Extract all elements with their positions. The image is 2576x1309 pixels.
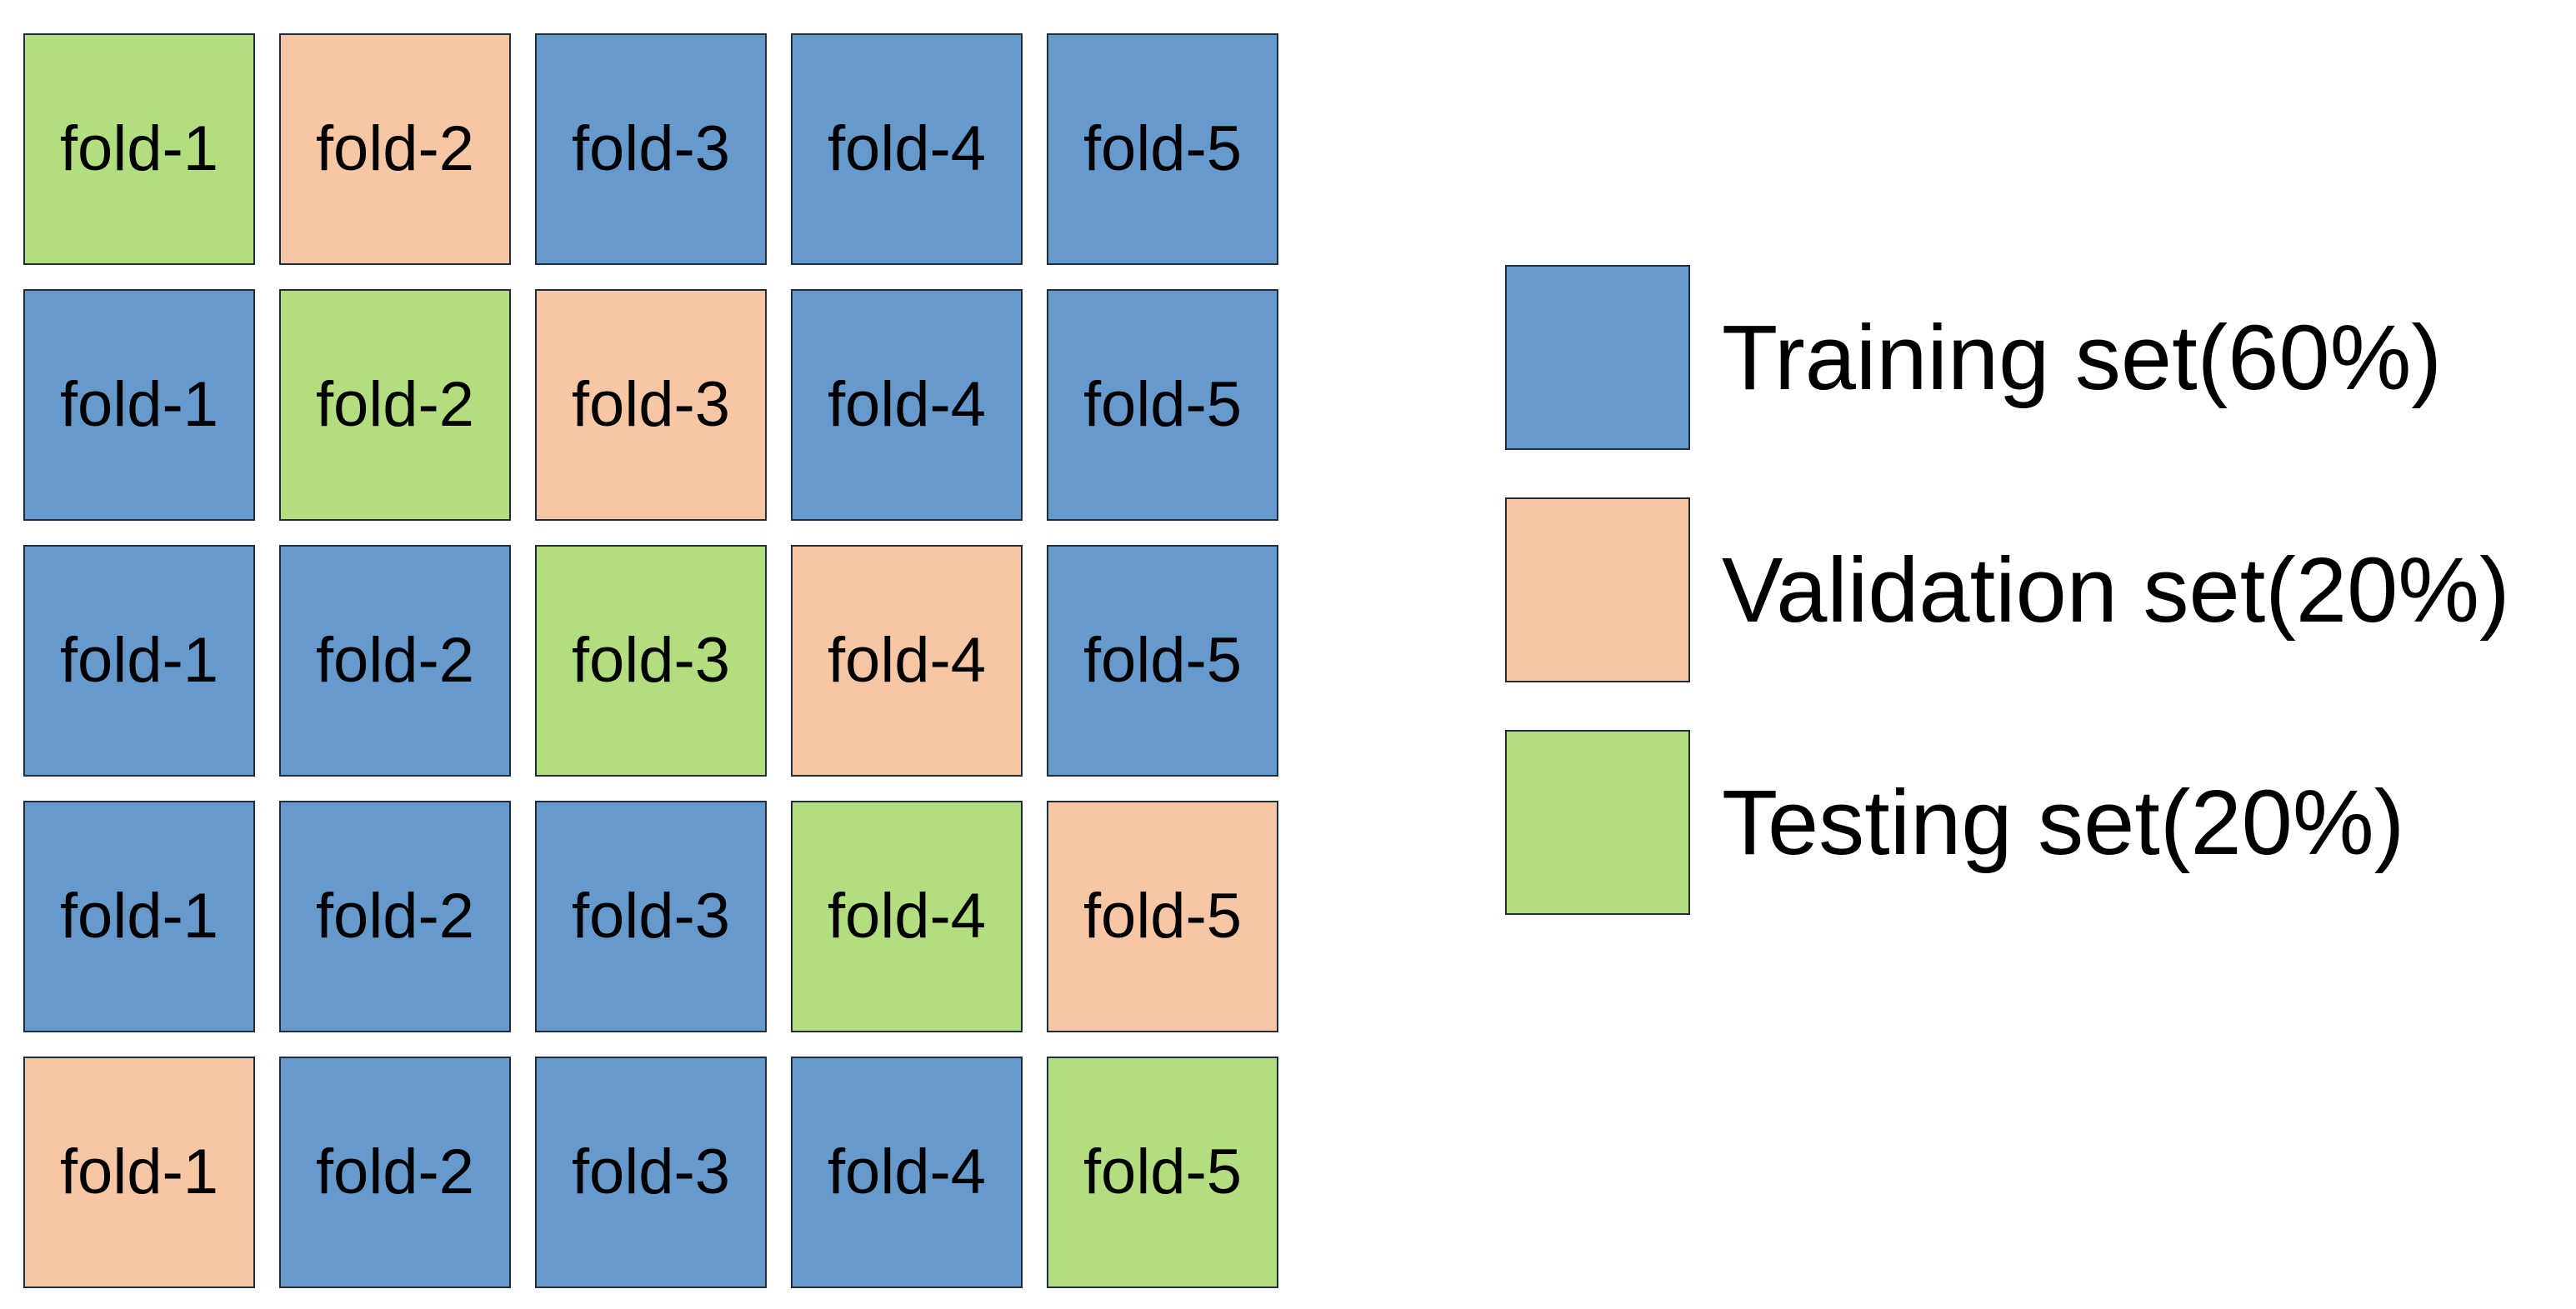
fold-cell-validation: fold-2 (279, 33, 511, 265)
fold-cell-training: fold-4 (791, 1057, 1023, 1288)
legend-label-training: Training set(60%) (1722, 306, 2443, 409)
fold-cell-training: fold-5 (1047, 33, 1278, 265)
fold-cell-testing: fold-1 (23, 33, 255, 265)
fold-cell-training: fold-4 (791, 33, 1023, 265)
fold-cell-validation: fold-4 (791, 545, 1023, 777)
fold-cell-validation: fold-3 (535, 289, 767, 521)
fold-cell-testing: fold-5 (1047, 1057, 1278, 1288)
fold-cell-training: fold-5 (1047, 289, 1278, 521)
legend-swatch-testing (1505, 730, 1690, 915)
fold-cell-training: fold-1 (23, 801, 255, 1032)
fold-cell-testing: fold-2 (279, 289, 511, 521)
fold-cell-training: fold-3 (535, 801, 767, 1032)
fold-cell-testing: fold-3 (535, 545, 767, 777)
fold-cell-training: fold-2 (279, 801, 511, 1032)
fold-cell-validation: fold-5 (1047, 801, 1278, 1032)
legend-item-testing: Testing set(20%) (1505, 730, 2576, 915)
fold-cell-training: fold-2 (279, 545, 511, 777)
legend-item-training: Training set(60%) (1505, 265, 2576, 450)
fold-cell-training: fold-1 (23, 545, 255, 777)
fold-cell-validation: fold-1 (23, 1057, 255, 1288)
legend-item-validation: Validation set(20%) (1505, 497, 2576, 682)
fold-cell-training: fold-2 (279, 1057, 511, 1288)
legend-swatch-training (1505, 265, 1690, 450)
fold-cell-testing: fold-4 (791, 801, 1023, 1032)
fold-cell-training: fold-5 (1047, 545, 1278, 777)
fold-cell-training: fold-4 (791, 289, 1023, 521)
legend-label-testing: Testing set(20%) (1722, 771, 2405, 874)
fold-cell-training: fold-3 (535, 1057, 767, 1288)
fold-cell-training: fold-3 (535, 33, 767, 265)
legend-label-validation: Validation set(20%) (1722, 538, 2510, 642)
fold-cell-training: fold-1 (23, 289, 255, 521)
legend-swatch-validation (1505, 497, 1690, 682)
